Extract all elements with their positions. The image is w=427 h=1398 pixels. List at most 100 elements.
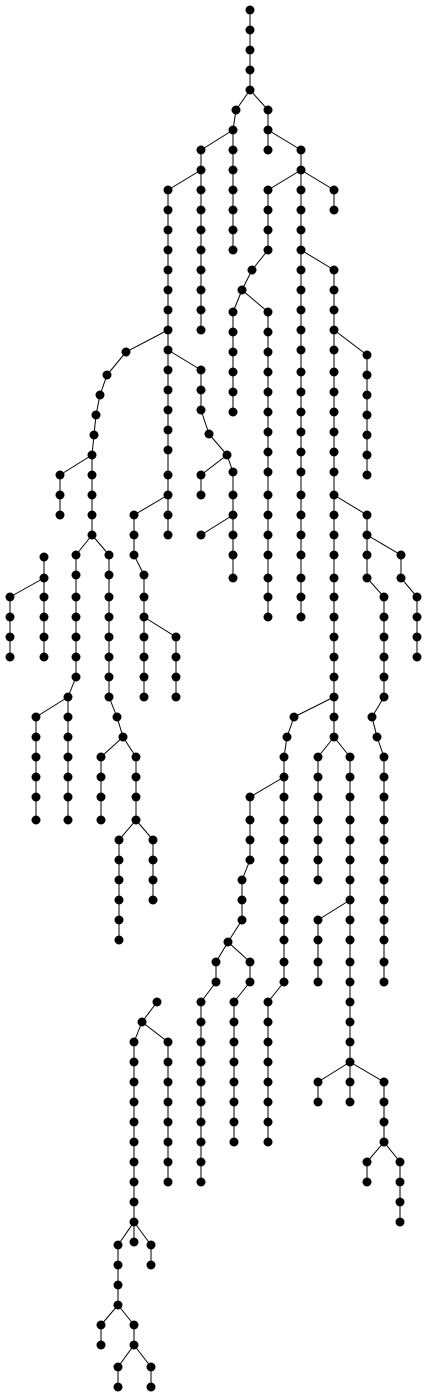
tree-node: [196, 405, 206, 415]
tree-node: [395, 1217, 405, 1227]
tree-node: [196, 530, 206, 540]
tree-node: [113, 1280, 123, 1290]
tree-node: [196, 1137, 206, 1147]
tree-node: [313, 875, 323, 885]
tree-node: [63, 732, 73, 742]
tree-node: [296, 285, 306, 295]
tree-node: [329, 550, 339, 560]
tree-node: [395, 1157, 405, 1167]
tree-node: [114, 895, 124, 905]
tree-node: [63, 712, 73, 722]
tree-node: [379, 1097, 389, 1107]
tree-node: [196, 365, 206, 375]
tree-node: [279, 772, 289, 782]
tree-edge: [133, 1221, 152, 1246]
tree-node: [379, 652, 389, 662]
tree-node: [163, 245, 173, 255]
tree-node: [329, 427, 339, 437]
tree-node: [379, 835, 389, 845]
tree-node: [379, 752, 389, 762]
tree-node: [55, 490, 65, 500]
tree-node: [63, 692, 73, 702]
tree-node: [379, 957, 389, 967]
tree-node: [139, 652, 149, 662]
tree-node: [345, 855, 355, 865]
tree-node: [379, 977, 389, 987]
tree-node: [228, 165, 238, 175]
tree-node: [367, 712, 377, 722]
tree-node: [296, 407, 306, 417]
tree-node: [163, 1177, 173, 1187]
tree-edge: [267, 129, 302, 151]
tree-node: [71, 632, 81, 642]
tree-edge: [227, 941, 251, 963]
tree-node: [196, 1037, 206, 1047]
tree-node: [229, 1077, 239, 1087]
tree-node: [345, 752, 355, 762]
tree-node: [379, 772, 389, 782]
tree-node: [237, 915, 247, 925]
tree-node: [146, 1362, 156, 1372]
tree-node: [362, 530, 372, 540]
tree-node: [329, 490, 339, 500]
tree-node: [129, 1097, 139, 1107]
tree-edge: [208, 433, 228, 456]
tree-node: [228, 387, 238, 397]
tree-edge: [366, 534, 402, 556]
tree-node: [104, 632, 114, 642]
tree-root-node: [245, 5, 255, 15]
tree-node: [163, 530, 173, 540]
tree-node: [313, 855, 323, 865]
tree-node: [379, 1137, 389, 1147]
tree-node: [279, 752, 289, 762]
tree-node: [229, 997, 239, 1007]
tree-node: [196, 165, 206, 175]
tree-node: [31, 732, 41, 742]
tree-node: [296, 205, 306, 215]
tree-node: [279, 875, 289, 885]
tree-node: [237, 285, 247, 295]
tree-node: [263, 387, 273, 397]
tree-node: [329, 387, 339, 397]
tree-node: [263, 1077, 273, 1087]
tree-node: [139, 672, 149, 682]
tree-edge: [133, 494, 169, 516]
tree-node: [379, 1077, 389, 1087]
tree-node: [163, 405, 173, 415]
tree-node: [139, 692, 149, 702]
tree-node: [362, 470, 372, 480]
tree-node: [131, 772, 141, 782]
tree-node: [263, 1117, 273, 1127]
tree-node: [263, 407, 273, 417]
tree-nodes: [5, 5, 422, 1392]
tree-node: [329, 285, 339, 295]
tree-node: [228, 467, 238, 477]
tree-node: [71, 550, 81, 560]
tree-edge: [267, 169, 302, 191]
tree-node: [196, 305, 206, 315]
tree-node: [263, 225, 273, 235]
tree-node: [313, 1097, 323, 1107]
tree-node: [362, 510, 372, 520]
tree-node: [114, 915, 124, 925]
tree-node: [196, 997, 206, 1007]
tree-node: [63, 792, 73, 802]
tree-node: [362, 1177, 372, 1187]
tree-node: [5, 592, 15, 602]
tree-edge: [249, 776, 285, 798]
tree-node: [279, 957, 289, 967]
tree-node: [345, 915, 355, 925]
tree-node: [296, 367, 306, 377]
tree-node: [263, 307, 273, 317]
tree-node: [379, 692, 389, 702]
tree-node: [313, 915, 323, 925]
tree-node: [362, 410, 372, 420]
tree-node: [96, 752, 106, 762]
tree-node: [31, 772, 41, 782]
tree-node: [329, 325, 339, 335]
tree-node: [163, 445, 173, 455]
tree-node: [237, 875, 247, 885]
tree-node: [163, 1097, 173, 1107]
tree-node: [228, 510, 238, 520]
tree-node: [87, 490, 97, 500]
